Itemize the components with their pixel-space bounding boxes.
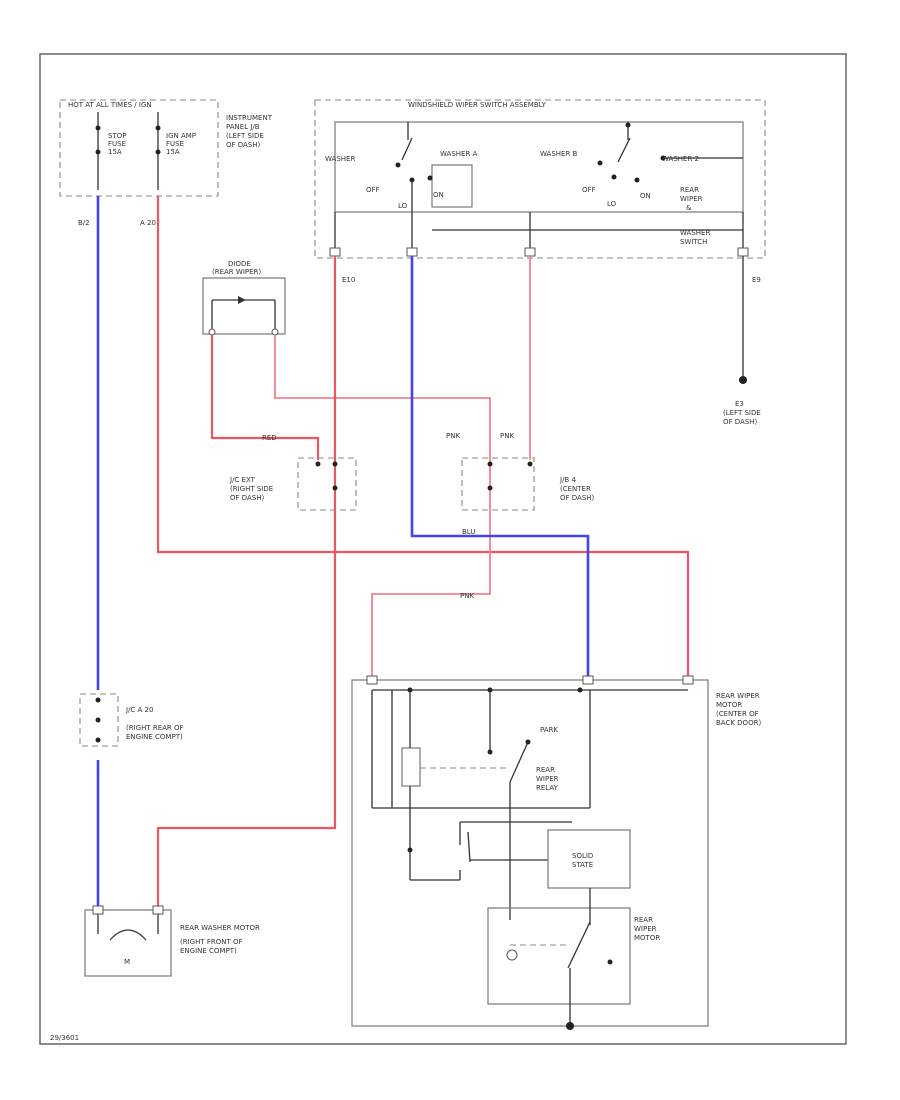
jc-ext-label-2: (RIGHT SIDE — [230, 485, 273, 493]
jc-a20-label-3: ENGINE COMPT) — [126, 733, 183, 741]
washer-c-label: WASHER B — [540, 150, 578, 158]
rwm-label-3: (CENTER OF — [716, 710, 759, 718]
jc-a20: J/C A 20 (RIGHT REAR OF ENGINE COMPT) — [79, 693, 184, 747]
rear-washer-motor: M REAR WASHER MOTOR (RIGHT FRONT OF ENGI… — [84, 905, 260, 977]
wire-label-pnk: PNK — [460, 592, 474, 600]
rws-label-5: SWITCH — [680, 238, 707, 246]
diode-label-1: DIODE — [228, 260, 251, 268]
on1-label: ON — [433, 191, 444, 199]
rwm-label-4: BACK DOOR) — [716, 719, 761, 727]
ground-label-2: (LEFT SIDE — [723, 409, 761, 417]
diode-rear-wiper: DIODE (REAR WIPER) — [202, 260, 286, 336]
fuse1-label: STOP — [108, 132, 126, 140]
off1-label: OFF — [366, 186, 380, 194]
motor-label-1: REAR — [634, 916, 653, 924]
ground-point — [739, 376, 747, 384]
relay-label-2: WIPER — [536, 775, 559, 783]
jb-4: PNK PNK J/B 4 (CENTER OF DASH) — [446, 432, 595, 511]
on2-label: ON — [640, 192, 651, 200]
jc-ext: J/C EXT (RIGHT SIDE OF DASH) — [229, 457, 357, 511]
outer-frame — [39, 53, 847, 1045]
jb4-pnk-label-2: PNK — [500, 432, 514, 440]
wire-label-e9: E9 — [752, 276, 761, 284]
wire-blue-switch — [410, 256, 590, 680]
fuse2-label: IGN AMP — [166, 132, 196, 140]
washer-motor-label-3: ENGINE COMPT) — [180, 947, 237, 955]
wiper-switch-assembly: WINDSHIELD WIPER SWITCH ASSEMBLY WASHER … — [314, 99, 766, 259]
relay-label-3: RELAY — [536, 784, 559, 792]
lo1-label: LO — [398, 202, 408, 210]
rws-label-3: & — [686, 204, 692, 212]
ipjb-label-2: PANEL J/B — [226, 123, 260, 131]
washer-motor-label-2: (RIGHT FRONT OF — [180, 938, 243, 946]
jb4-label-3: OF DASH) — [560, 494, 595, 502]
off2-label: OFF — [582, 186, 596, 194]
fuse2-label-b: FUSE — [166, 140, 184, 148]
park-label: PARK — [540, 726, 558, 734]
wire-pink-diode — [274, 335, 491, 680]
washer-motor-m: M — [124, 958, 130, 966]
fuse1-label-c: 15A — [108, 148, 122, 156]
wire-label-red: RED — [262, 434, 277, 442]
jc-ext-label-1: J/C EXT — [229, 476, 256, 484]
wire-label-blu: BLU — [462, 528, 475, 536]
rwm-label-2: MOTOR — [716, 701, 742, 709]
fuse2-label-c: 15A — [166, 148, 180, 156]
relay-label-1: REAR — [536, 766, 555, 774]
wire-red-main — [156, 196, 690, 680]
jb4-label-1: J/B 4 — [559, 476, 576, 484]
jb4-label-2: (CENTER — [560, 485, 591, 493]
hot-fuse-box-title: HOT AT ALL TIMES / IGN — [68, 101, 152, 109]
jc-ext-label-3: OF DASH) — [230, 494, 265, 502]
wire-label-e10: E10 — [342, 276, 355, 284]
ipjb-label-1: INSTRUMENT — [226, 114, 273, 122]
wire-label-a20: A 20 — [140, 219, 156, 227]
fuse1-label-b: FUSE — [108, 140, 126, 148]
hot-fuse-box: HOT AT ALL TIMES / IGN STOP FUSE 15A IGN… — [59, 99, 219, 197]
ipjb-label-3: (LEFT SIDE — [226, 132, 264, 140]
footer-code: 29/3601 — [50, 1034, 79, 1042]
rwm-label-1: REAR WIPER — [716, 692, 760, 700]
solid-state-label-2: STATE — [572, 861, 593, 869]
rws-label-4: WASHER — [680, 229, 710, 237]
jc-a20-label-2: (RIGHT REAR OF — [126, 724, 184, 732]
rws-label-1: REAR — [680, 186, 699, 194]
motor-label-2: WIPER — [634, 925, 657, 933]
motor-label-3: MOTOR — [634, 934, 660, 942]
diode-label-2: (REAR WIPER) — [212, 268, 261, 276]
rws-label-2: WIPER — [680, 195, 703, 203]
washer-d-label: WASHER 2 — [662, 155, 699, 163]
jb4-pnk-label-1: PNK — [446, 432, 460, 440]
jc-a20-label-1: J/C A 20 — [125, 706, 153, 714]
solid-state-label-1: SOLID — [572, 852, 593, 860]
ground-label-1: E3 — [735, 400, 744, 408]
rear-wiper-motor-assembly: REAR WIPER MOTOR (CENTER OF BACK DOOR) P… — [351, 675, 761, 1030]
wiper-switch-title: WINDSHIELD WIPER SWITCH ASSEMBLY — [408, 101, 547, 109]
wire-label-b2: B/2 — [78, 219, 90, 227]
lo2-label: LO — [607, 200, 617, 208]
washer-motor-label-1: REAR WASHER MOTOR — [180, 924, 260, 932]
washer-b-label: WASHER A — [440, 150, 478, 158]
ipjb-label-4: OF DASH) — [226, 141, 261, 149]
washer-a-label: WASHER — [325, 155, 355, 163]
wire-red-e10 — [156, 256, 337, 910]
wire-red-diode — [210, 335, 320, 460]
ground-label-3: OF DASH) — [723, 418, 758, 426]
